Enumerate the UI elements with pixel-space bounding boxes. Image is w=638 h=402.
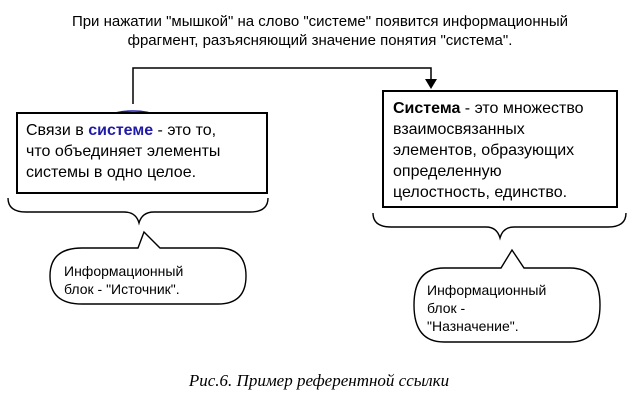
intro-line-2: фрагмент, разъясняющий значение понятия … xyxy=(127,32,513,49)
target-line-3: элементов, образующих xyxy=(393,142,575,159)
link-word-sisteme[interactable]: системе xyxy=(88,122,154,139)
reference-connector-line xyxy=(132,67,432,104)
target-line-2: взаимосвязанных xyxy=(393,121,525,138)
target-note-line-1: Информационный xyxy=(427,282,547,298)
target-term: Система xyxy=(393,100,461,117)
target-box-brace xyxy=(372,212,627,241)
target-line-1-after: - это множество xyxy=(460,100,584,117)
intro-text: При нажатии "мышкой" на слово "системе" … xyxy=(30,12,610,50)
source-line-1: Связи в системе - это то, xyxy=(26,120,258,141)
source-note: Информационный блок - "Источник". xyxy=(64,262,234,298)
target-note-line-2: блок - xyxy=(427,300,466,316)
source-line-2: что объединяет элементы xyxy=(26,143,221,160)
target-note: Информационный блок - "Назначение". xyxy=(427,281,577,335)
source-line-1-after: - это то, xyxy=(153,122,217,139)
source-line-1-before: Связи в xyxy=(26,122,89,139)
target-line-4: определенную xyxy=(393,163,502,180)
reference-arrowhead xyxy=(425,79,437,89)
figure-caption: Рис.6. Пример референтной ссылки xyxy=(188,371,450,390)
source-note-line-2: блок - "Источник". xyxy=(64,281,180,297)
source-box-brace xyxy=(7,197,269,226)
intro-line-1: При нажатии "мышкой" на слово "системе" … xyxy=(71,13,569,30)
target-line-5: целостность, единство. xyxy=(393,184,568,201)
target-line-1: Система - это множество xyxy=(393,98,607,119)
source-note-bubble xyxy=(49,230,247,305)
source-info-block: Связи в системе - это то, что объединяет… xyxy=(16,112,268,194)
target-note-line-3: "Назначение". xyxy=(427,318,519,334)
target-info-block: Система - это множество взаимосвязанных … xyxy=(382,90,618,208)
target-note-bubble xyxy=(413,248,601,343)
source-line-3: системы в одно целое. xyxy=(26,164,197,181)
source-note-line-1: Информационный xyxy=(64,263,184,279)
